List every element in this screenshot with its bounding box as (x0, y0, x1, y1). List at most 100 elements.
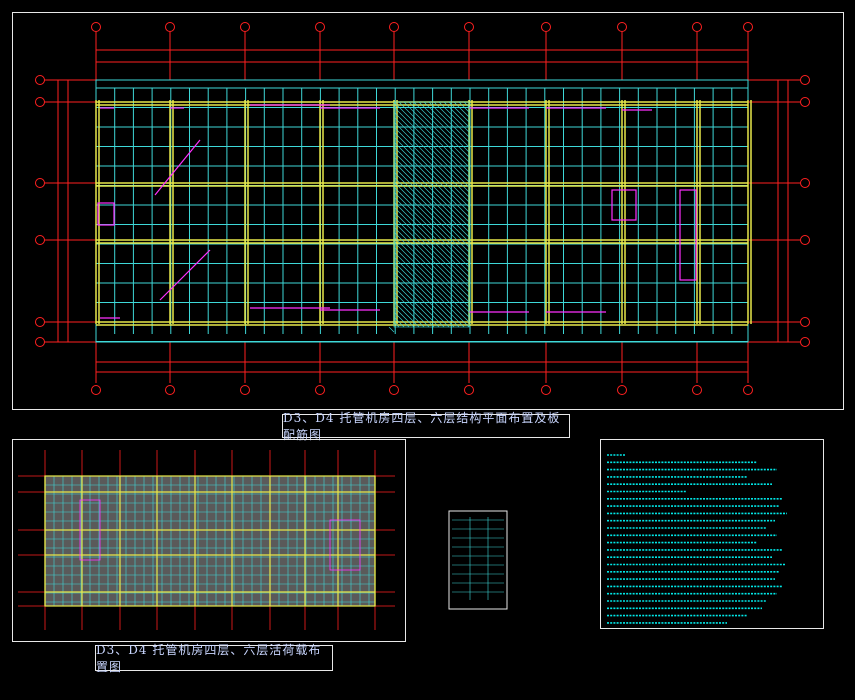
axis-bubble (800, 75, 810, 85)
hatch-line (393, 221, 470, 298)
opening-mark (79, 499, 101, 561)
axis-bubble (35, 235, 45, 245)
hatch-line (418, 101, 470, 153)
axis-bubble (617, 385, 627, 395)
axis-bubble (800, 317, 810, 327)
hatch-line (393, 226, 470, 303)
axis-bubble (35, 337, 45, 347)
hatch-line (393, 126, 470, 203)
hatch-line (428, 101, 470, 143)
hatch-line (408, 101, 470, 163)
hatch-line (423, 101, 470, 148)
hatch-line (393, 121, 470, 198)
axis-bubble (800, 97, 810, 107)
axis-bubble (35, 317, 45, 327)
axis-bubble (541, 385, 551, 395)
hatch-line (393, 176, 470, 253)
axis-bubble (800, 235, 810, 245)
hatch-line (393, 116, 470, 193)
axis-bubble (35, 75, 45, 85)
hatch-line (393, 316, 405, 328)
hatch-line (393, 151, 470, 228)
hatch-line (433, 101, 470, 138)
hatch-line (393, 306, 415, 328)
hatch-line (393, 276, 445, 328)
hatch-line (438, 101, 470, 133)
axis-bubble (91, 22, 101, 32)
hatch-line (393, 241, 470, 318)
axis-bubble (165, 22, 175, 32)
axis-bubble (800, 178, 810, 188)
rebar-mark (154, 139, 201, 196)
hatch-line (393, 211, 470, 288)
bottom-plan-title: D3、D4 托管机房四层、六层活荷载布置图 (95, 643, 333, 674)
top-plan-frame (12, 12, 844, 410)
hatch-line (393, 181, 470, 258)
axis-bubble (165, 385, 175, 395)
axis-bubble (743, 22, 753, 32)
hatch-line (393, 311, 410, 328)
hatch-line (393, 191, 470, 268)
axis-bubble (35, 97, 45, 107)
axis-bubble (240, 22, 250, 32)
hatch-line (393, 266, 455, 328)
axis-bubble (464, 22, 474, 32)
hatch-line (393, 106, 470, 183)
hatch-line (393, 101, 470, 178)
hatch-line (393, 271, 450, 328)
axis-bubble (315, 385, 325, 395)
hatch-line (413, 101, 470, 158)
axis-bubble (240, 385, 250, 395)
axis-bubble (464, 385, 474, 395)
hatch-line (393, 321, 400, 328)
hatch-line (393, 166, 470, 243)
hatch-line (393, 296, 425, 328)
hatch-line (398, 101, 470, 173)
hatch-line (393, 171, 470, 248)
hatch-line (393, 111, 470, 188)
hatch-line (393, 141, 470, 218)
hatch-line (453, 101, 470, 118)
opening-mark (97, 202, 115, 226)
hatch-line (393, 216, 470, 293)
hatch-line (393, 131, 470, 208)
axis-bubble (35, 178, 45, 188)
hatch-line (393, 146, 470, 223)
axis-bubble (692, 22, 702, 32)
axis-bubble (692, 385, 702, 395)
axis-bubble (743, 385, 753, 395)
hatch-line (443, 101, 470, 128)
hatch-line (393, 196, 470, 273)
bottom-plan-frame (12, 439, 406, 642)
hatch-line (393, 291, 430, 328)
hatch-line (393, 251, 470, 328)
hatch-line (393, 246, 470, 323)
hatch-line (393, 261, 460, 328)
hatched-opening (393, 101, 470, 328)
axis-bubble (389, 22, 399, 32)
hatch-line (393, 236, 470, 313)
hatch-line (393, 201, 470, 278)
rebar-mark (159, 249, 211, 301)
axis-bubble (800, 337, 810, 347)
axis-bubble (315, 22, 325, 32)
hatch-line (393, 281, 440, 328)
hatch-line (393, 206, 470, 283)
opening-mark (329, 519, 361, 571)
hatch-line (393, 161, 470, 238)
hatch-line (388, 326, 395, 333)
axis-bubble (91, 385, 101, 395)
hatch-line (403, 101, 470, 168)
hatch-line (393, 231, 470, 308)
hatch-line (393, 286, 435, 328)
axis-bubble (389, 385, 399, 395)
axis-bubble (617, 22, 627, 32)
notes-panel (600, 439, 824, 629)
opening-mark (679, 189, 697, 281)
hatch-line (393, 301, 420, 328)
hatch-line (463, 101, 470, 108)
opening-mark (611, 189, 637, 221)
